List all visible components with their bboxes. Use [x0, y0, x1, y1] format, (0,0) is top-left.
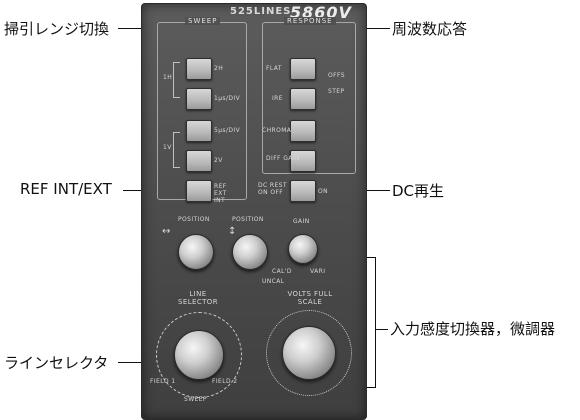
- sweep-button-2v[interactable]: [186, 150, 212, 172]
- sweep-title: SWEEP: [185, 17, 221, 25]
- horizontal-position-knob[interactable]: [178, 234, 214, 270]
- sweep-bracket-bottom: [173, 132, 180, 168]
- uncal-label: UNCAL: [262, 278, 285, 285]
- dc-restore-button[interactable]: [290, 180, 316, 202]
- sweep-button-1us[interactable]: [186, 88, 212, 110]
- response-side-1: OFFS: [328, 72, 345, 79]
- sweep-bottom-label: SWEEP: [184, 396, 207, 403]
- model-label: 525LINES: [230, 6, 292, 17]
- label-input-sensitivity: 入力感度切換器，微調器: [390, 320, 556, 338]
- response-label-chroma: CHROMA: [262, 127, 292, 134]
- position-left-label: POSITION: [178, 216, 210, 223]
- response-button-ire[interactable]: [290, 88, 316, 110]
- line-selector-knob[interactable]: [174, 330, 224, 380]
- line-selector-title: LINE SELECTOR: [178, 290, 218, 306]
- response-label-ire: IRE: [272, 95, 283, 102]
- sweep-label-2h: 2H: [214, 65, 224, 72]
- volts-knob[interactable]: [282, 326, 336, 380]
- cal-label: CAL'D: [272, 268, 292, 275]
- label-dc-restore: DC再生: [392, 182, 445, 200]
- volts-scale: [266, 310, 352, 396]
- sweep-button-5us[interactable]: [186, 120, 212, 142]
- sweep-button-2h[interactable]: [186, 58, 212, 80]
- sweep-label-5us: 5μs/DIV: [214, 127, 241, 134]
- dc-on-off-label: ON: [318, 188, 329, 195]
- label-frequency-response: 周波数応答: [392, 20, 468, 38]
- dc-label: DC REST ON OFF: [258, 182, 287, 196]
- label-sweep-range: 掃引レンジ切換: [4, 20, 110, 38]
- line-selector-scale: [156, 312, 242, 398]
- gain-knob[interactable]: [288, 234, 318, 264]
- sweep-section: [157, 22, 247, 200]
- volts-title: VOLTS FULL SCALE: [287, 290, 333, 306]
- response-button-chroma[interactable]: [290, 120, 316, 142]
- sweep-label-1us: 1μs/DIV: [214, 95, 241, 102]
- sweep-bracket-top: [173, 62, 180, 98]
- sweep-side-2: 1V: [163, 144, 172, 151]
- response-button-flat[interactable]: [290, 58, 316, 80]
- response-label-diff-gain: DIFF GAIN: [266, 155, 300, 162]
- ref-label: REF EXT INT: [214, 183, 227, 204]
- field2-label: FIELD 2: [212, 378, 238, 385]
- horizontal-arrow-icon: ↔: [162, 226, 171, 237]
- sweep-side-1: 1H: [163, 74, 173, 81]
- response-side-2: STEP: [328, 88, 345, 95]
- gain-label: GAIN: [293, 218, 310, 225]
- position-mid-label: POSITION: [232, 216, 264, 223]
- vertical-position-knob[interactable]: [232, 234, 268, 270]
- ref-int-ext-button[interactable]: [186, 180, 212, 202]
- response-button-diff-gain[interactable]: [290, 150, 316, 172]
- bracket-vertical: [375, 257, 376, 387]
- field1-label: FIELD 1: [150, 378, 176, 385]
- bracket-mid: [376, 329, 388, 330]
- sweep-label-2v: 2V: [214, 157, 223, 164]
- response-label-flat: FLAT: [266, 65, 282, 72]
- label-ref-int-ext: REF INT/EXT: [20, 180, 112, 198]
- vertical-arrow-icon: ↕: [228, 226, 237, 237]
- vari-label: VARI: [310, 268, 326, 275]
- response-title: RESPONSE: [284, 17, 336, 25]
- label-line-selector: ラインセレクタ: [4, 354, 109, 372]
